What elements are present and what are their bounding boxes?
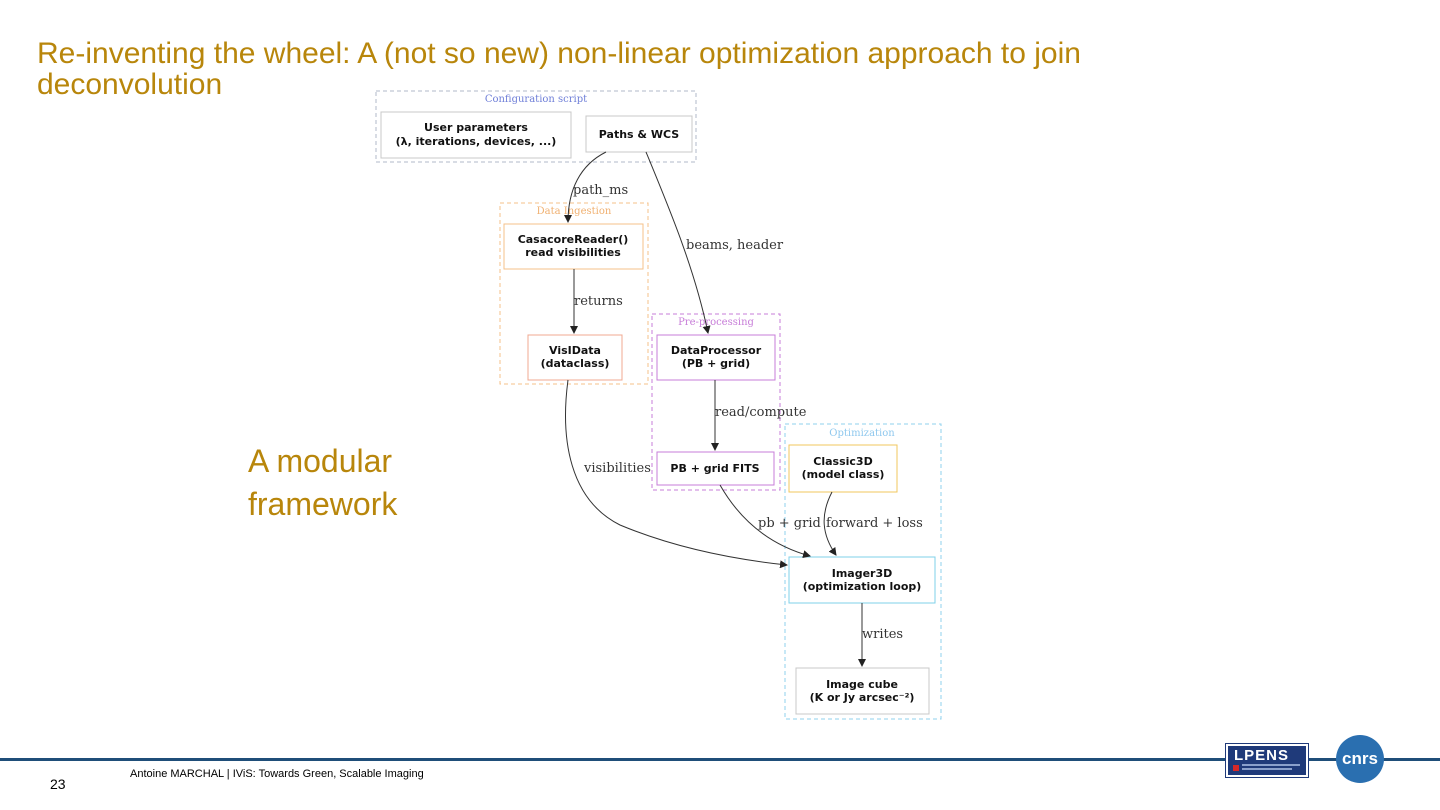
svg-text:(model class): (model class)	[802, 468, 885, 481]
edge-returns: returns	[570, 269, 623, 334]
lpens-logo-red-mark	[1233, 765, 1239, 771]
svg-text:Imager3D: Imager3D	[832, 567, 893, 580]
cluster-optimization-label: Optimization	[829, 428, 895, 439]
svg-text:path_ms: path_ms	[573, 183, 628, 198]
svg-text:beams, header: beams, header	[686, 238, 784, 253]
svg-text:visibilities: visibilities	[583, 461, 651, 476]
footer-text: Antoine MARCHAL | IViS: Towards Green, S…	[130, 768, 424, 780]
node-imager3d: Imager3D (optimization loop)	[788, 556, 936, 604]
svg-text:read visibilities: read visibilities	[525, 246, 621, 259]
cluster-optimization: Optimization	[784, 423, 942, 720]
svg-text:(K or Jy arcsec⁻²): (K or Jy arcsec⁻²)	[810, 691, 915, 704]
node-paths-wcs: Paths & WCS	[585, 115, 693, 153]
svg-text:writes: writes	[862, 627, 903, 642]
lpens-logo-line-2	[1242, 768, 1292, 770]
edge-writes: writes	[858, 603, 903, 667]
svg-text:returns: returns	[574, 294, 623, 309]
node-user-parameters: User parameters (λ, iterations, devices,…	[380, 111, 572, 159]
svg-text:read/compute: read/compute	[715, 405, 807, 420]
slide-subtitle: A modular framework	[248, 440, 397, 526]
svg-text:(dataclass): (dataclass)	[541, 357, 610, 370]
svg-text:Classic3D: Classic3D	[813, 455, 872, 468]
svg-text:(optimization loop): (optimization loop)	[803, 580, 922, 593]
footer-divider	[0, 758, 1440, 761]
cnrs-logo: cnrs	[1336, 735, 1384, 783]
svg-text:(λ, iterations, devices, ...): (λ, iterations, devices, ...)	[396, 135, 557, 148]
node-dataprocessor: DataProcessor (PB + grid)	[656, 334, 776, 381]
svg-text:PB + grid FITS: PB + grid FITS	[670, 462, 759, 475]
edge-pb-grid: pb + grid	[719, 484, 821, 558]
edge-visibilities: visibilities	[565, 379, 788, 569]
slide-title: Re-inventing the wheel: A (not so new) n…	[37, 37, 1081, 101]
edge-path-ms: path_ms	[564, 151, 628, 223]
cluster-preprocessing: Pre-processing	[651, 313, 781, 491]
cluster-preprocessing-label: Pre-processing	[678, 317, 754, 328]
subtitle-line-1: A modular	[248, 443, 393, 479]
svg-text:VisIData: VisIData	[549, 344, 601, 357]
subtitle-line-2: framework	[248, 486, 398, 522]
svg-text:User parameters: User parameters	[424, 121, 528, 134]
svg-text:Image cube: Image cube	[826, 678, 898, 691]
edge-forward-loss: forward + loss	[823, 491, 923, 556]
node-visidata: VisIData (dataclass)	[527, 334, 623, 381]
node-casacore-reader: CasacoreReader() read visibilities	[503, 223, 644, 270]
lpens-logo-text: LPENS	[1234, 747, 1290, 764]
cluster-ingestion-label: Data Ingestion	[537, 206, 612, 217]
node-classic3d: Classic3D (model class)	[788, 444, 898, 493]
page-number: 23	[50, 776, 66, 792]
svg-text:pb + grid: pb + grid	[758, 516, 821, 531]
svg-text:Paths & WCS: Paths & WCS	[599, 128, 679, 141]
cluster-config-label: Configuration script	[485, 94, 587, 105]
svg-text:CasacoreReader(): CasacoreReader()	[518, 233, 629, 246]
cluster-ingestion: Data Ingestion	[499, 202, 649, 385]
edge-beams-header: beams, header	[645, 151, 784, 334]
cluster-config: Configuration script	[375, 90, 697, 163]
svg-text:forward + loss: forward + loss	[826, 516, 923, 531]
cnrs-logo-text: cnrs	[1342, 749, 1378, 768]
lpens-logo: LPENS	[1226, 744, 1308, 777]
edge-read-compute: read/compute	[711, 380, 807, 451]
svg-text:(PB + grid): (PB + grid)	[682, 357, 750, 370]
lpens-logo-line	[1242, 764, 1300, 766]
node-pb-grid-fits: PB + grid FITS	[656, 451, 775, 486]
svg-text:DataProcessor: DataProcessor	[671, 344, 762, 357]
node-image-cube: Image cube (K or Jy arcsec⁻²)	[795, 667, 930, 715]
